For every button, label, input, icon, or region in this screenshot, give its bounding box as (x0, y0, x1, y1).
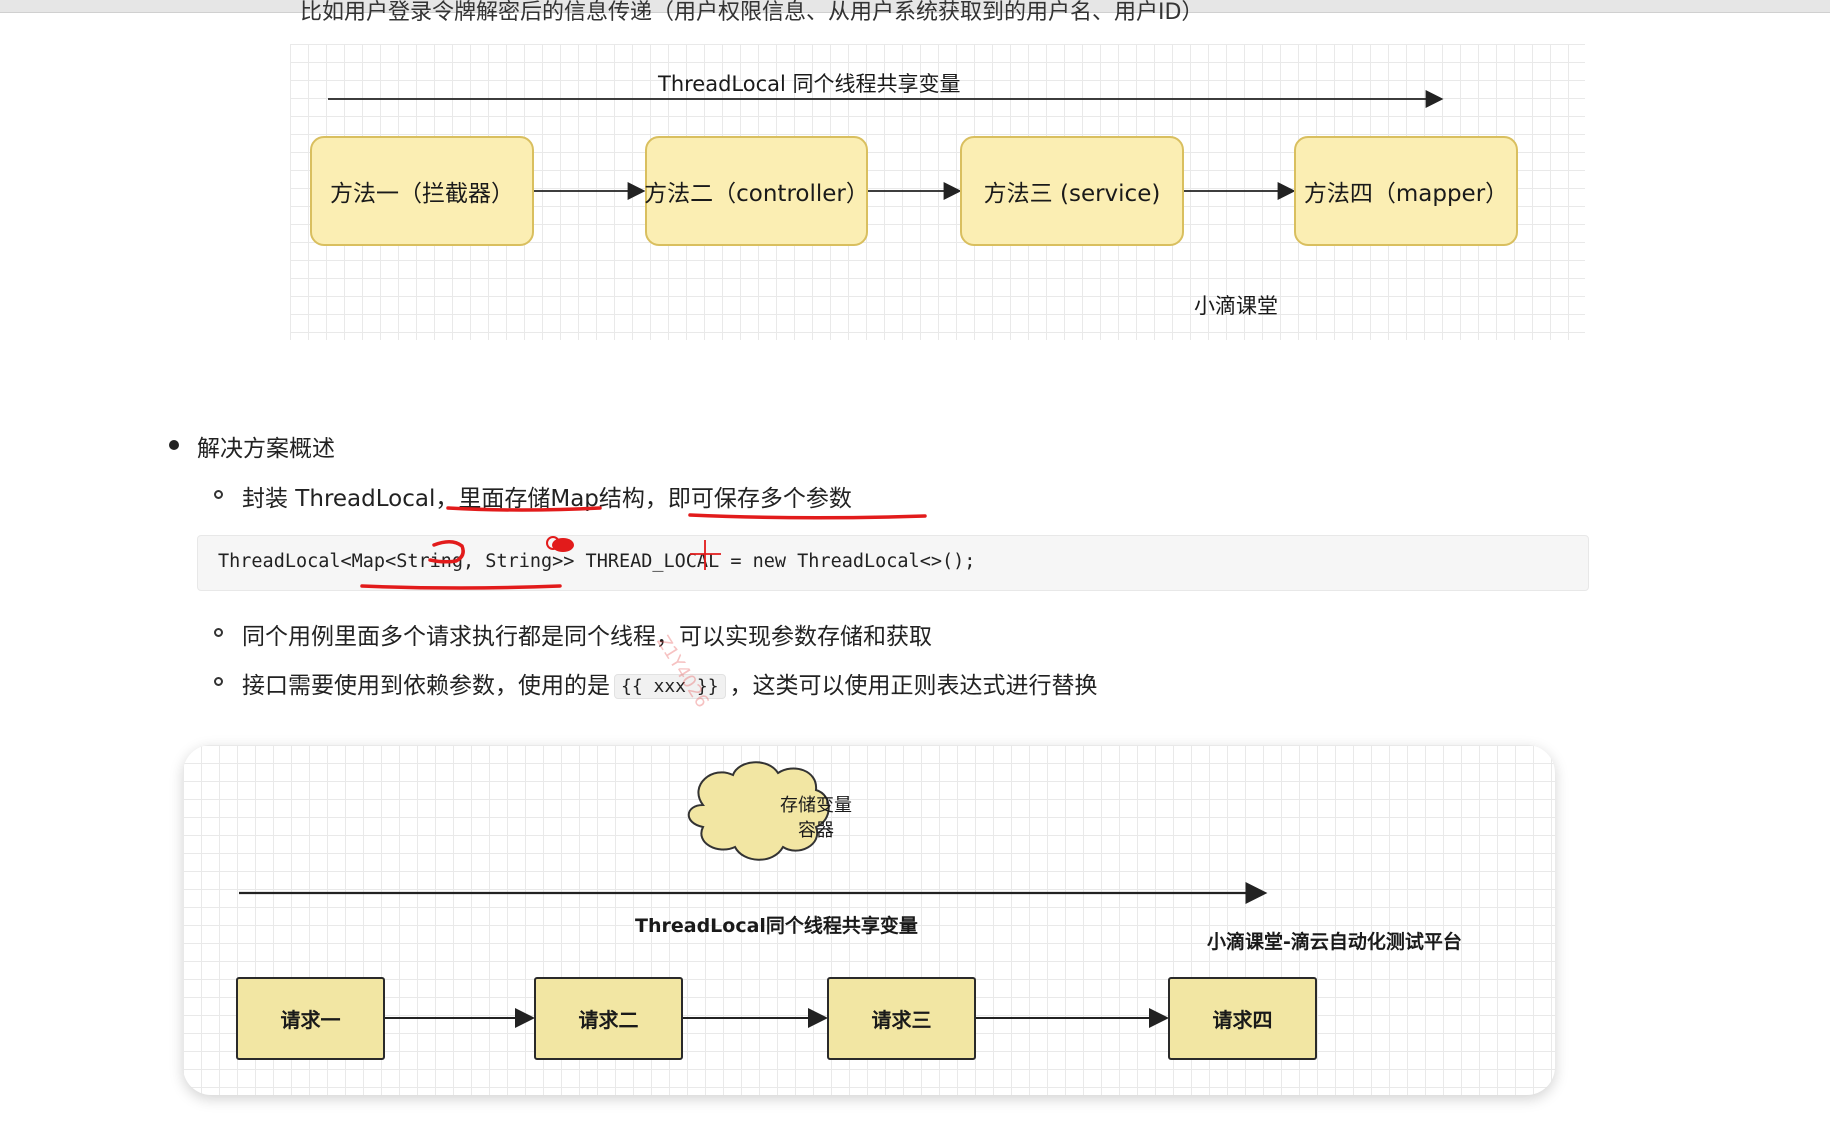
item3-inline-code: {{ xxx }} (614, 674, 726, 699)
item3-suffix: ，这类可以使用正则表达式进行替换 (729, 673, 1098, 699)
diagram2-brand-label: 小滴课堂-滴云自动化测试平台 (1207, 931, 1462, 953)
item1-suffix: 即可保存多个参数 (667, 486, 852, 512)
request-box-2: 请求二 (534, 977, 683, 1060)
diagram1-arrows (328, 90, 1444, 200)
method-box-2: 方法二（controller） (644, 136, 869, 246)
code-block: ThreadLocal<Map<String, String>> THREAD_… (197, 535, 1589, 591)
cloud-label: 存储变量 容器 (711, 793, 921, 843)
item1-mid: 里面存储Map结构， (458, 486, 668, 512)
diagram2-arrow-label: ThreadLocal同个线程共享变量 (635, 915, 918, 937)
solution-item-3: 接口需要使用到依赖参数，使用的是{{ xxx }}，这类可以使用正则表达式进行替… (242, 666, 1098, 700)
cloud-container-shape (687, 761, 830, 861)
request-box-4: 请求四 (1168, 977, 1317, 1060)
solution-item-2: 同个用例里面多个请求执行都是同个线程，可以实现参数存储和获取 (242, 624, 932, 650)
underline-save-params (688, 513, 927, 520)
method-box-1: 方法一（拦截器） (310, 136, 534, 246)
diagram1-arrow-label: ThreadLocal 同个线程共享变量 (658, 72, 961, 96)
cut-off-bullet-text: 比如用户登录令牌解密后的信息传递（用户权限信息、从用户系统获取到的用户名、用户I… (300, 0, 1204, 25)
sub-bullet-circle (214, 490, 223, 499)
item1-prefix: 封装 ThreadLocal， (242, 486, 459, 512)
request-box-1: 请求一 (236, 977, 385, 1060)
item3-prefix: 接口需要使用到依赖参数，使用的是 (242, 673, 610, 699)
window-top-bar (0, 0, 1830, 13)
threadlocal-methods-diagram: ThreadLocal 同个线程共享变量 方法一（拦截器） 方法二（contro… (290, 44, 1585, 340)
cloud-label-line-2: 容器 (798, 820, 834, 841)
section-heading: 解决方案概述 (197, 436, 335, 462)
bullet-dot (169, 440, 179, 450)
sub-bullet-circle (214, 677, 223, 686)
code-line: ThreadLocal<Map<String, String>> THREAD_… (218, 551, 976, 572)
method-box-4: 方法四（mapper） (1294, 136, 1518, 246)
request-box-3: 请求三 (827, 977, 976, 1060)
diagram2-shapes (239, 761, 1268, 1028)
method-box-3: 方法三 (service) (960, 136, 1184, 246)
sub-bullet-circle (214, 628, 223, 637)
diagram1-brand-label: 小滴课堂 (1194, 294, 1278, 318)
threadlocal-requests-diagram: 存储变量 容器 ThreadLocal同个线程共享变量 小滴课堂-滴云自动化测试… (183, 745, 1555, 1095)
cloud-label-line-1: 存储变量 (780, 795, 852, 816)
solution-item-1: 封装 ThreadLocal，里面存储Map结构，即可保存多个参数 (242, 479, 852, 513)
